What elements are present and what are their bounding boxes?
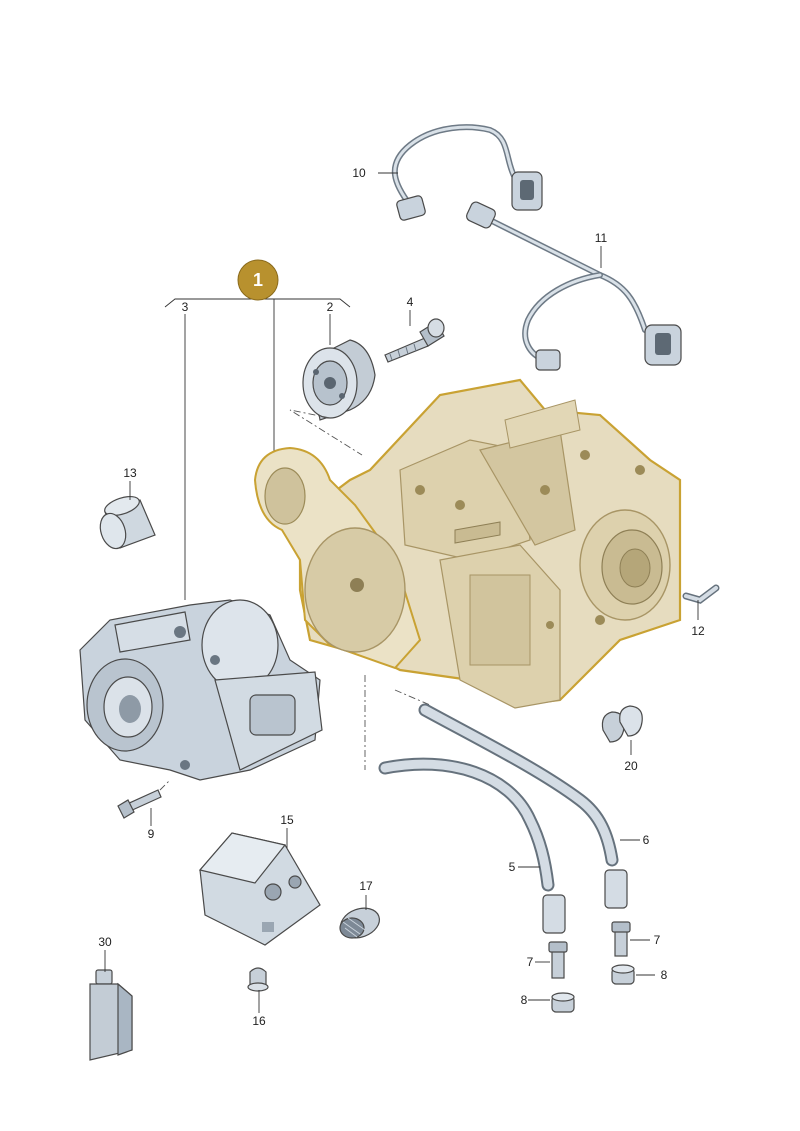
mount-bushing-2[interactable] bbox=[302, 339, 376, 421]
bolt-4[interactable] bbox=[384, 318, 445, 363]
fitting-12[interactable] bbox=[682, 584, 720, 604]
callout-8-right: 8 bbox=[661, 968, 668, 982]
clip-16[interactable] bbox=[247, 967, 269, 992]
final-drive-3[interactable] bbox=[79, 599, 323, 781]
svg-text:1: 1 bbox=[253, 270, 263, 290]
bolt-7-left[interactable] bbox=[548, 941, 568, 979]
callout-4: 4 bbox=[407, 295, 414, 309]
strainer-17[interactable] bbox=[336, 903, 383, 943]
callout-labels: 2 3 4 5 6 7 7 8 8 9 10 11 12 13 15 16 17… bbox=[98, 166, 705, 1028]
transmission-housing[interactable] bbox=[253, 378, 682, 709]
callout-5: 5 bbox=[509, 860, 516, 874]
callout-2: 2 bbox=[327, 300, 334, 314]
callout-12: 12 bbox=[691, 624, 705, 638]
callout-15: 15 bbox=[280, 813, 294, 827]
clip-20[interactable] bbox=[601, 705, 643, 743]
leader-lines bbox=[104, 172, 699, 1013]
callout-6: 6 bbox=[643, 833, 650, 847]
callout-20: 20 bbox=[624, 759, 638, 773]
callout-3: 3 bbox=[182, 300, 189, 314]
bolt-7-right[interactable] bbox=[611, 921, 631, 957]
callout-16: 16 bbox=[252, 1014, 266, 1028]
callout-13: 13 bbox=[123, 466, 137, 480]
hose-5[interactable] bbox=[378, 757, 566, 934]
wiring-harness-11[interactable] bbox=[465, 200, 682, 371]
nut-8-right[interactable] bbox=[611, 964, 635, 985]
bushing-13[interactable] bbox=[96, 493, 156, 552]
hose-6[interactable] bbox=[418, 703, 628, 909]
callout-7-right: 7 bbox=[654, 933, 661, 947]
assembly-badge[interactable]: 1 bbox=[237, 259, 279, 301]
shield-15[interactable] bbox=[198, 832, 321, 946]
fluid-bottle-30[interactable] bbox=[89, 969, 133, 1061]
callout-10: 10 bbox=[352, 166, 366, 180]
callout-11: 11 bbox=[595, 231, 608, 245]
callout-30: 30 bbox=[98, 935, 112, 949]
callout-8-left: 8 bbox=[521, 993, 528, 1007]
callout-17: 17 bbox=[359, 879, 373, 893]
callout-9: 9 bbox=[148, 827, 155, 841]
wiring-harness-10[interactable] bbox=[391, 124, 543, 221]
bolt-9[interactable] bbox=[117, 789, 162, 819]
callout-7-left: 7 bbox=[527, 955, 534, 969]
nut-8-left[interactable] bbox=[551, 992, 575, 1013]
